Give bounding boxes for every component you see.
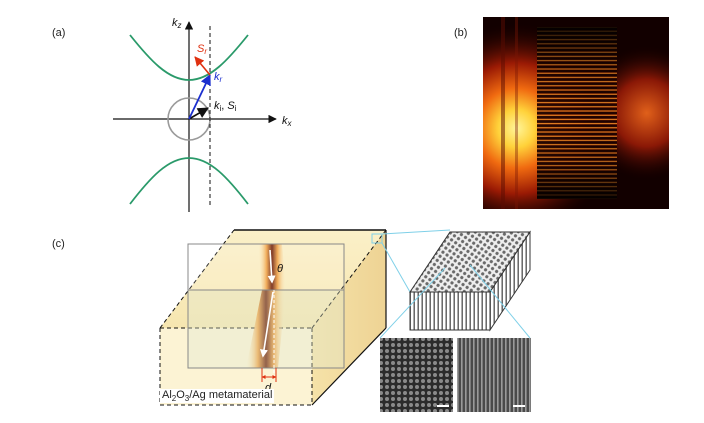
ki-si-label: ki, Si [214,100,237,113]
kx-label: kx [282,115,293,128]
field-map-image [483,17,669,209]
sem-image-top-view [380,338,453,412]
kr-label: kr [214,71,223,84]
sr-vector [194,56,211,76]
panel-label-c: (c) [52,238,65,250]
kz-label: kz [172,17,182,30]
zoom-source-square [371,233,383,244]
sem-image-side-view [457,338,531,412]
sem-scale-bar-1 [437,405,449,407]
metamaterial-label: Al2O3/Ag metamaterial [160,389,275,404]
plane-upper [187,243,345,291]
beam-lower [246,290,286,368]
rod-block-front [409,291,491,331]
panel-label-a: (a) [52,27,66,39]
d-label: d [265,382,272,394]
plane-lower [187,289,345,369]
beam-upper [258,244,286,290]
theta-label: θ [277,263,283,275]
sem-scale-bar-2 [513,405,525,407]
hyperbola-upper [129,34,249,81]
sr-label: Sr [197,43,207,56]
box-right-face [312,230,386,405]
beam-arrow-upper [267,249,276,284]
panel-label-b: (b) [454,27,468,39]
ki-vector [188,107,209,120]
hyperbola-lower [129,157,249,205]
kr-vector [188,74,211,120]
beam-arrow-lower [260,291,274,358]
